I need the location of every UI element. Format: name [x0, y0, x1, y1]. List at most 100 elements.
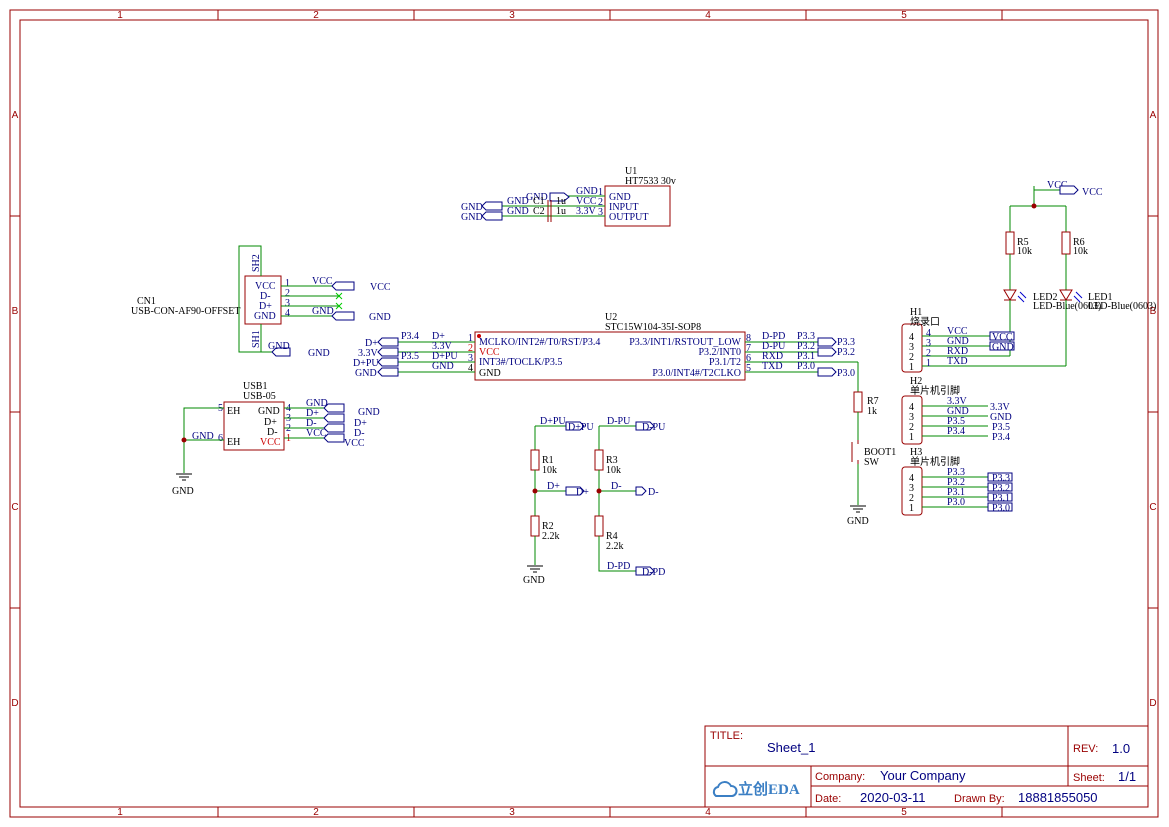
h1-num-1: 1 [909, 362, 914, 373]
u1-gnd-flag-label: GND [526, 192, 548, 203]
r5-ref: R5 [1017, 237, 1029, 248]
company-label: Company: [815, 771, 865, 783]
c1-value: 1u [556, 196, 566, 207]
r7-value: 1k [867, 406, 877, 417]
u2-pin-1: MCLKO/INT2#/T0/RST/P3.4 [479, 337, 600, 348]
led1-ref: LED1 [1088, 292, 1112, 303]
h1-net-txd: TXD [947, 356, 968, 367]
h3-num-1: 1 [909, 503, 914, 514]
title-label: TITLE: [710, 730, 743, 742]
u2-flag-p30: P3.0 [837, 368, 855, 379]
r4-value: 2.2k [606, 541, 624, 552]
div-net-dm: D- [611, 481, 622, 492]
u2-pin-5: P3.0/INT4#/T2CLKO [652, 368, 741, 379]
h1-net-gnd: GND [947, 336, 969, 347]
h3-value: 单片机引脚 [910, 455, 960, 468]
h1-value: 烧录口 [910, 315, 940, 328]
h2-value: 单片机引脚 [910, 384, 960, 397]
cn1-vcc-flag: VCC [370, 282, 391, 293]
cn1-sh-gnd-net: GND [268, 341, 290, 352]
usb1-value: USB-05 [243, 391, 276, 402]
company-value: Your Company [880, 768, 966, 783]
col-label-bottom-2: 2 [313, 807, 319, 818]
row-label-left-c: C [11, 502, 18, 513]
c1-ref: C1 [533, 196, 545, 207]
cn1-num-4: 4 [285, 308, 290, 319]
h2-num-2: 2 [909, 422, 914, 433]
u2-num-3: 3 [468, 353, 473, 364]
col-label-top-2: 2 [313, 10, 319, 21]
div-net-dmpd: D-PD [607, 561, 630, 572]
usb1-connector: USB1 USB-05 GND D+ D- VCC EH EH 5 6 4 3 … [172, 381, 380, 497]
col-label-top-3: 3 [509, 10, 515, 21]
rev-value: 1.0 [1112, 741, 1130, 756]
u2-net-p34: P3.4 [401, 331, 419, 342]
rev-label: REV: [1073, 743, 1098, 755]
usb-divider-resistors: D+PU D+PU R1 10k D+ D+ R2 2.2k GND D-PU … [523, 416, 666, 586]
r2-value: 2.2k [542, 531, 560, 542]
u2-flag-p32: P3.2 [837, 347, 855, 358]
divider-ground-symbol [527, 565, 543, 573]
div-flag-dmpu: D-PU [642, 422, 666, 433]
usb1-flag-vcc: VCC [344, 438, 365, 449]
u2-flag-p33: P3.3 [837, 337, 855, 348]
cn1-sh-gnd-flag: GND [308, 348, 330, 359]
c1-gnd-flag: GND [461, 202, 483, 213]
h2-net-p35: P3.5 [947, 416, 965, 427]
led2-ref: LED2 [1033, 292, 1057, 303]
u2-num-8: 8 [746, 333, 751, 344]
u1-value: HT7533 30v [625, 176, 676, 187]
u2-net-dpd: D-PD [762, 331, 785, 342]
drawn-by-value: 18881855050 [1018, 790, 1098, 805]
u2-pin-2: VCC [479, 347, 500, 358]
h2-net-p34: P3.4 [947, 426, 965, 437]
u2-value: STC15W104-35I-SOP8 [605, 322, 701, 333]
u1-pin-output: OUTPUT [609, 212, 648, 223]
cn1-value: USB-CON-AF90-OFFSET [131, 306, 240, 317]
u2-flag-dp: D+ [365, 338, 378, 349]
div-flag-dp: D+ [576, 487, 589, 498]
col-label-top-1: 1 [117, 10, 123, 21]
drawn-by-label: Drawn By: [954, 793, 1005, 805]
u2-net-rxd: RXD [762, 351, 783, 362]
cn1-sh2: SH2 [251, 254, 262, 272]
led-light-icon [1017, 291, 1083, 303]
usb1-flag-gnd: GND [358, 407, 380, 418]
divider-gnd-label: GND [523, 575, 545, 586]
usb1-ref: USB1 [243, 381, 267, 392]
u2-pin-6: P3.1/T2 [709, 357, 741, 368]
h1-pin3-label: 3 [926, 338, 931, 349]
u2-net-p31: P3.1 [797, 351, 815, 362]
sheet-label: Sheet: [1073, 772, 1105, 784]
boot-ground-symbol [850, 505, 866, 513]
usb1-flag-dp: D+ [354, 418, 367, 429]
h1-ref: H1 [910, 307, 922, 318]
div-flag-dm: D- [648, 487, 659, 498]
col-label-top-4: 4 [705, 10, 711, 21]
col-label-bottom-1: 1 [117, 807, 123, 818]
row-label-right-a: A [1150, 110, 1157, 121]
u2-net-txd: TXD [762, 361, 783, 372]
u1-pin-num-3: 3 [598, 207, 603, 218]
usb1-gnd-label: GND [172, 486, 194, 497]
h3-flag-p31: P3.1 [992, 493, 1010, 504]
usb1-pin-dm: D- [267, 427, 278, 438]
boot1-ref: BOOT1 [864, 447, 896, 458]
sheet-value: 1/1 [1118, 769, 1136, 784]
usb1-pin-dp: D+ [264, 417, 277, 428]
u2-net-dp: D+ [432, 331, 445, 342]
col-label-bottom-3: 3 [509, 807, 515, 818]
cn1-ref: CN1 [137, 296, 156, 307]
u1-pin-num-2: 2 [598, 197, 603, 208]
u2-net-gnd: GND [432, 361, 454, 372]
col-label-top-5: 5 [901, 10, 907, 21]
usb1-pin-eh2: EH [227, 437, 240, 448]
u2-flag-3v3: 3.3V [358, 348, 379, 359]
h1-net-rxd: RXD [947, 346, 968, 357]
u2-net-dmpu: D-PU [762, 341, 786, 352]
cn1-pin-dp: D+ [259, 301, 272, 312]
eda-logo: 立创EDA [738, 780, 800, 798]
h2-label-3v3: 3.3V [990, 402, 1011, 413]
h2-num-4: 4 [909, 402, 914, 413]
c2-ref: C2 [533, 206, 545, 217]
